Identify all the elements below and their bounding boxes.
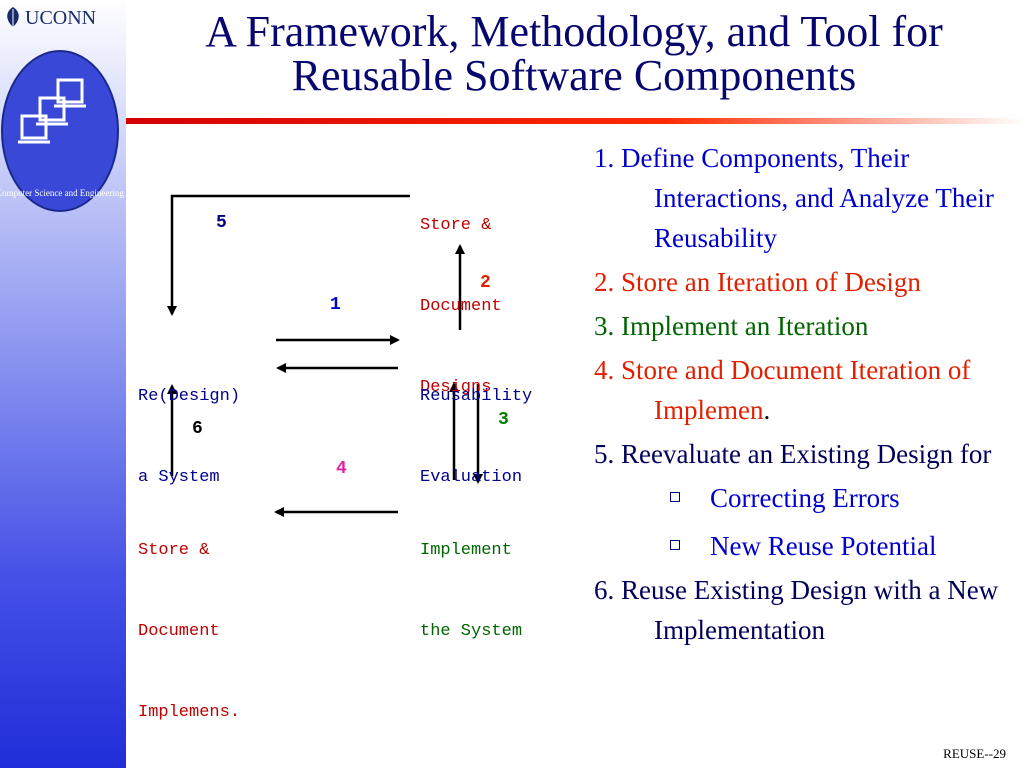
square-bullet-icon (670, 540, 680, 550)
step-5: 5. Reevaluate an Existing Design for (594, 439, 992, 469)
title-underline (126, 118, 1024, 124)
step-number-4: 4 (336, 459, 347, 479)
step-4-text: 4. Store and Document Iteration of Imple… (594, 355, 971, 425)
step-number-2: 2 (480, 273, 491, 293)
node-redesign-line-1: Re(Design) (138, 387, 241, 406)
title-line-1: A Framework, Methodology, and Tool for (205, 7, 943, 56)
step-number-3: 3 (498, 410, 509, 430)
node-redesign: Re(Design) a System (138, 329, 240, 545)
step-1: 1. Define Components, Their Interactions… (594, 143, 994, 253)
node-store-designs-line-1: Store & (420, 216, 492, 235)
step-3: 3. Implement an Iteration (594, 311, 869, 341)
step-2: 2. Store an Iteration of Design (594, 267, 921, 297)
node-implement-line-1: Implement (420, 541, 512, 560)
cse-seal-logo: Computer Science and Engineering (0, 50, 124, 212)
node-store-impl-line-1: Store & (138, 541, 210, 560)
sub-item-label: New Reuse Potential (710, 531, 937, 561)
methodology-steps: 1. Define Components, Their Interactions… (594, 138, 1022, 650)
oak-leaf-icon (7, 7, 19, 27)
node-store-designs-line-3: Designs (420, 378, 492, 397)
node-reusability-evaluation: Reusability Evaluation (420, 329, 532, 545)
sub-item-correcting-errors: Correcting Errors (594, 474, 1022, 522)
node-store-implemens: Store & Document Implemens. (138, 483, 240, 780)
step-4: 4. Store and Document Iteration of Imple… (594, 350, 1022, 430)
diagram-arrows (167, 194, 483, 517)
sub-item-label: Correcting Errors (710, 483, 900, 513)
title-line-2: Reusable Software Components (291, 51, 857, 100)
step-number-5: 5 (216, 213, 227, 233)
step-6: 6. Reuse Existing Design with a New Impl… (594, 575, 999, 645)
node-store-impl-line-3: Implemens. (138, 703, 241, 722)
step-number-6: 6 (192, 419, 203, 439)
square-bullet-icon (670, 492, 680, 502)
node-redesign-line-2: a System (138, 468, 220, 487)
node-reusability-line-1: Reusability (420, 387, 533, 406)
sub-item-new-reuse: New Reuse Potential (594, 522, 1022, 570)
step-4-period: . (763, 395, 771, 425)
svg-text:Computer Science and Engineeri: Computer Science and Engineering (0, 188, 124, 198)
sidebar-band: UCONN Computer Science and Engineering (0, 0, 126, 768)
uconn-logo: UCONN (4, 6, 96, 30)
node-store-designs: Store & Document Designs (420, 158, 502, 455)
node-implement-line-2: the System (420, 622, 523, 641)
page-number: REUSE--29 (943, 746, 1006, 761)
node-implement: Implement the System (420, 483, 522, 699)
node-reusability-line-2: Evaluation (420, 468, 523, 487)
node-store-designs-line-2: Document (420, 297, 502, 316)
uconn-logo-text: UCONN (25, 7, 97, 29)
arrow-5 (167, 194, 410, 316)
slide-title: A Framework, Methodology, and Tool for R… (128, 10, 1020, 98)
process-diagram: Store & Document Designs Re(Design) a Sy… (126, 128, 596, 722)
step-number-1: 1 (330, 295, 341, 315)
node-store-impl-line-2: Document (138, 622, 220, 641)
